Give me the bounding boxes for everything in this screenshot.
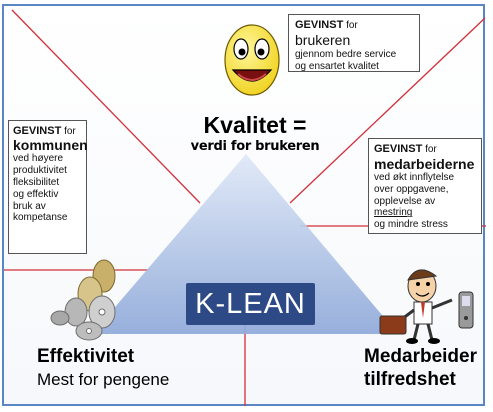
gain-desc-line: gjennom bedre service — [295, 48, 397, 60]
gain-label: GEVINST — [295, 19, 344, 31]
gain-for-text: for — [343, 20, 358, 31]
employee-satisfaction-line2: tilfredshet — [364, 369, 456, 390]
gain-desc-line: og mindre stress — [374, 219, 448, 231]
k-lean-badge: K-LEAN — [186, 283, 315, 325]
quality-title: Kvalitet = — [203, 112, 307, 138]
cartoon-worker-icon — [379, 269, 474, 344]
gain-desc-line: ved høyere — [13, 153, 64, 165]
gain-desc-text: opplevelse av — [374, 195, 436, 207]
gain-desc-line: bruk av — [13, 200, 46, 212]
gain-desc-line: opplevelse av mestring — [374, 196, 476, 220]
quality-subtitle: verdi for brukeren — [190, 139, 320, 154]
gain-desc-underlined: mestring — [374, 207, 413, 219]
gain-for-employees-box: GEVINST for medarbeiderne ved økt innfly… — [368, 138, 482, 234]
gain-target: medarbeiderne — [374, 155, 475, 172]
coins-icon — [50, 259, 116, 341]
gain-for-text: for — [61, 126, 76, 137]
gain-for-text: for — [422, 144, 437, 155]
employee-satisfaction-line1: Medarbeider — [364, 346, 477, 367]
gain-for-users-box: GEVINST for brukeren gjennom bedre servi… — [288, 14, 420, 72]
efficiency-title: Effektivitet — [37, 346, 135, 367]
gain-label: GEVINST — [374, 143, 423, 155]
divider-line-top-left — [11, 9, 201, 204]
gain-target: brukeren — [295, 31, 351, 48]
gain-desc-line: kompetanse — [13, 212, 68, 224]
gain-desc-line: over oppgavene, — [374, 183, 449, 195]
gain-label: GEVINST — [13, 125, 62, 137]
triangle-shape — [92, 154, 398, 334]
gain-desc-line: og effektiv — [13, 188, 59, 200]
gain-desc-line: fleksibilitet — [13, 176, 60, 188]
gain-desc-line: produktivitet — [13, 165, 67, 177]
gain-for-municipality-box: GEVINST for kommunen ved høyere produkti… — [8, 120, 88, 254]
gain-desc-line: ved økt innflytelse — [374, 172, 455, 184]
efficiency-subtitle: Mest for pengene — [37, 370, 170, 389]
gain-target: kommunen — [13, 136, 88, 153]
gain-desc-line: og ensartet kvalitet — [295, 60, 379, 72]
divider-line-top-right — [289, 17, 486, 204]
smiley-face-icon — [224, 24, 280, 96]
